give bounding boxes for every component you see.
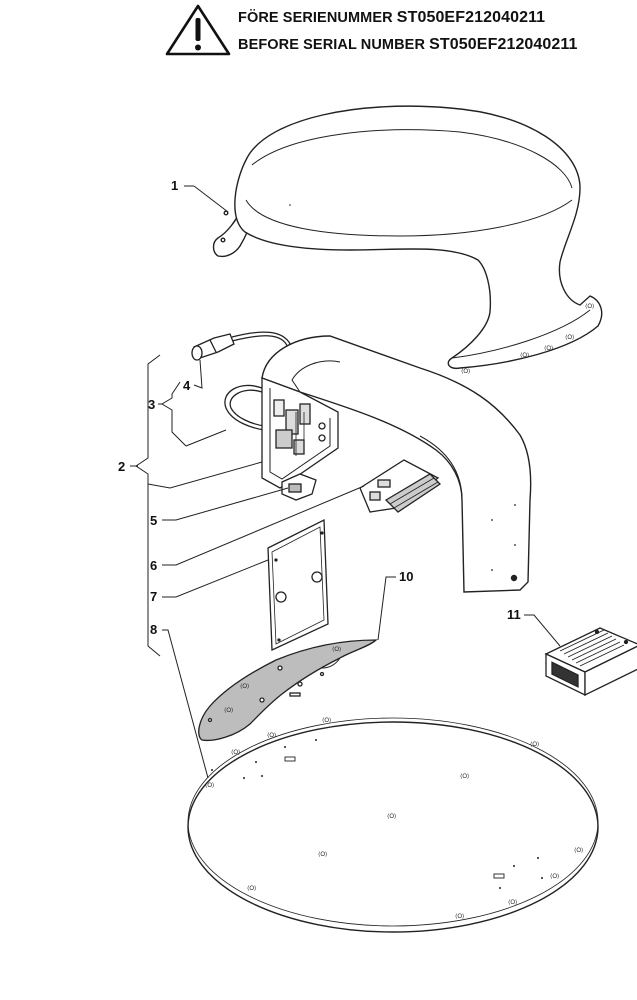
svg-text:⟨O⟩: ⟨O⟩ <box>574 847 583 854</box>
svg-text:⟨O⟩: ⟨O⟩ <box>544 345 553 352</box>
svg-text:⟨O⟩: ⟨O⟩ <box>455 913 464 920</box>
svg-text:⟨O⟩: ⟨O⟩ <box>231 749 240 756</box>
svg-text:⟨O⟩: ⟨O⟩ <box>267 732 276 739</box>
svg-text:⟨O⟩: ⟨O⟩ <box>530 741 539 748</box>
part-11-box <box>544 627 637 697</box>
part-3-cable <box>224 331 293 431</box>
svg-text:⟨O⟩: ⟨O⟩ <box>205 782 214 789</box>
svg-text:⟨O⟩: ⟨O⟩ <box>508 899 517 906</box>
svg-text:⟨O⟩: ⟨O⟩ <box>240 683 249 690</box>
callout-6: 6 <box>150 558 158 573</box>
part-10-arc-bracket: ⟨O⟩ ⟨O⟩ ⟨O⟩ <box>198 639 378 742</box>
serial-note-swedish: FÖRE SERIENUMMER ST050EF212040211 <box>238 9 545 27</box>
callout-7: 7 <box>150 589 158 604</box>
svg-text:⟨O⟩: ⟨O⟩ <box>318 851 327 858</box>
callout-1: 1 <box>171 178 179 193</box>
part-7-plate <box>267 518 329 652</box>
leader-lines <box>130 185 561 779</box>
svg-text:⟨O⟩: ⟨O⟩ <box>224 707 233 714</box>
svg-text:⟨O⟩: ⟨O⟩ <box>565 334 574 341</box>
part-1-cover: ⟨O⟩ ⟨O⟩ ⟨O⟩ ⟨O⟩ ⟨O⟩ <box>212 105 603 375</box>
part-2-housing <box>261 335 532 593</box>
callout-2: 2 <box>118 459 126 474</box>
svg-text:⟨O⟩: ⟨O⟩ <box>332 646 341 653</box>
warning-icon <box>165 4 231 56</box>
svg-text:⟨O⟩: ⟨O⟩ <box>387 813 396 820</box>
part-4-connector <box>191 333 235 361</box>
serial-number-2: ST050EF212040211 <box>429 36 578 53</box>
svg-text:⟨O⟩: ⟨O⟩ <box>461 368 470 375</box>
part-5-bracket <box>281 473 317 501</box>
part-2-chassis <box>261 377 339 489</box>
callout-10: 10 <box>399 569 414 584</box>
svg-text:⟨O⟩: ⟨O⟩ <box>550 873 559 880</box>
callout-11: 11 <box>507 607 521 622</box>
callout-4: 4 <box>183 378 191 393</box>
svg-text:⟨O⟩: ⟨O⟩ <box>460 773 469 780</box>
svg-text:⟨O⟩: ⟨O⟩ <box>585 303 594 310</box>
serial-number-1: ST050EF212040211 <box>396 9 546 26</box>
serial-note-swedish-prefix: FÖRE SERIENUMMER <box>238 10 397 26</box>
callout-5: 5 <box>150 513 158 528</box>
svg-text:⟨O⟩: ⟨O⟩ <box>322 717 331 724</box>
svg-text:⟨O⟩: ⟨O⟩ <box>520 352 529 359</box>
serial-note-english: BEFORE SERIAL NUMBER ST050EF212040211 <box>238 36 578 54</box>
serial-note-english-prefix: BEFORE SERIAL NUMBER <box>238 37 430 53</box>
svg-text:⟨O⟩: ⟨O⟩ <box>247 885 256 892</box>
part-8-base-plate: ⟨O⟩ ⟨O⟩ ⟨O⟩ ⟨O⟩ ⟨O⟩ ⟨O⟩ ⟨O⟩ ⟨O⟩ ⟨O⟩ ⟨O⟩ … <box>187 717 599 933</box>
callout-8: 8 <box>150 622 158 637</box>
part-6-circuit-board <box>359 459 442 513</box>
callout-3: 3 <box>148 397 156 412</box>
